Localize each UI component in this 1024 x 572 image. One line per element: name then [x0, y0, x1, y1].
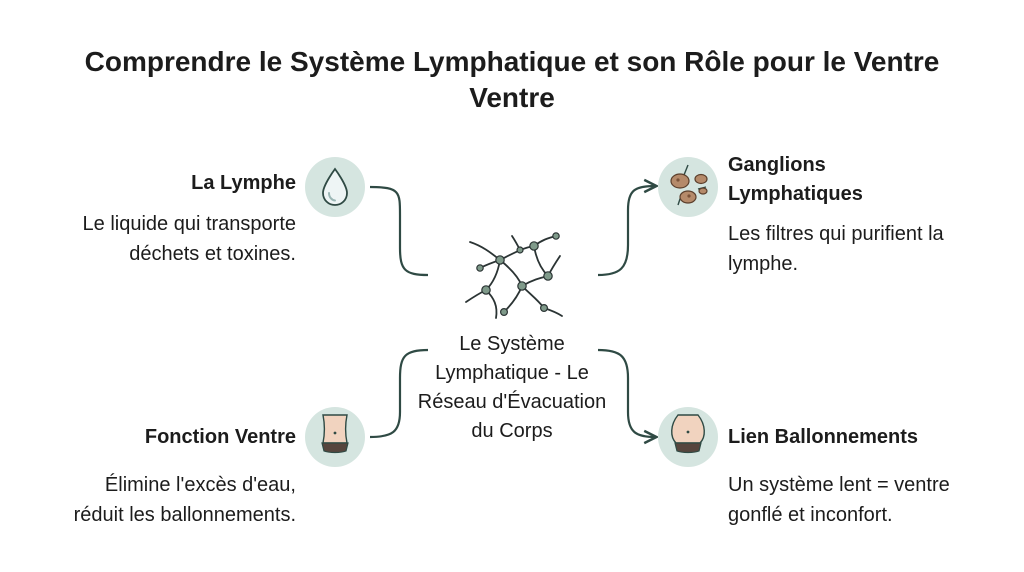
- ventre-desc-line1: Élimine l'excès d'eau,: [104, 474, 296, 496]
- connector-ventre: [369, 348, 429, 439]
- ventre-heading: Fonction Ventre: [144, 426, 296, 448]
- connector-ganglions: [597, 186, 655, 277]
- ventre-desc-line2: réduit les ballonnements.: [73, 504, 296, 526]
- ganglions-heading-line2: Lymphatiques: [728, 183, 863, 205]
- droplet-icon: [305, 157, 365, 217]
- lymphe-desc-line1: Le liquide qui transporte: [82, 213, 296, 235]
- connector-ballonnements: [597, 348, 655, 437]
- bloated-belly-icon: [658, 407, 718, 467]
- ballonnements-heading: Lien Ballonnements: [728, 426, 919, 448]
- lymphe-heading: La Lymphe: [191, 172, 296, 194]
- flat-belly-icon: [305, 407, 365, 467]
- connector-lymphe: [369, 185, 429, 277]
- ganglions-desc-line1: Les filtres qui purifient la: [728, 223, 944, 245]
- lymph-nodes-icon: [658, 157, 718, 217]
- ballonnements-desc-line1: Un système lent = ventre: [728, 474, 950, 496]
- ganglions-desc-line2: lymphe.: [728, 253, 799, 275]
- lymph-network-icon: [465, 232, 563, 319]
- lymphe-desc-line2: déchets et toxines.: [129, 243, 296, 265]
- ganglions-heading-line1: Ganglions: [728, 154, 826, 176]
- center-label: Le Système Lymphatique - Le Réseau d'Éva…: [417, 333, 607, 442]
- diagram-title: Comprendre le Système Lymphatique et son…: [84, 46, 940, 113]
- ballonnements-desc-line2: gonflé et inconfort.: [728, 504, 893, 526]
